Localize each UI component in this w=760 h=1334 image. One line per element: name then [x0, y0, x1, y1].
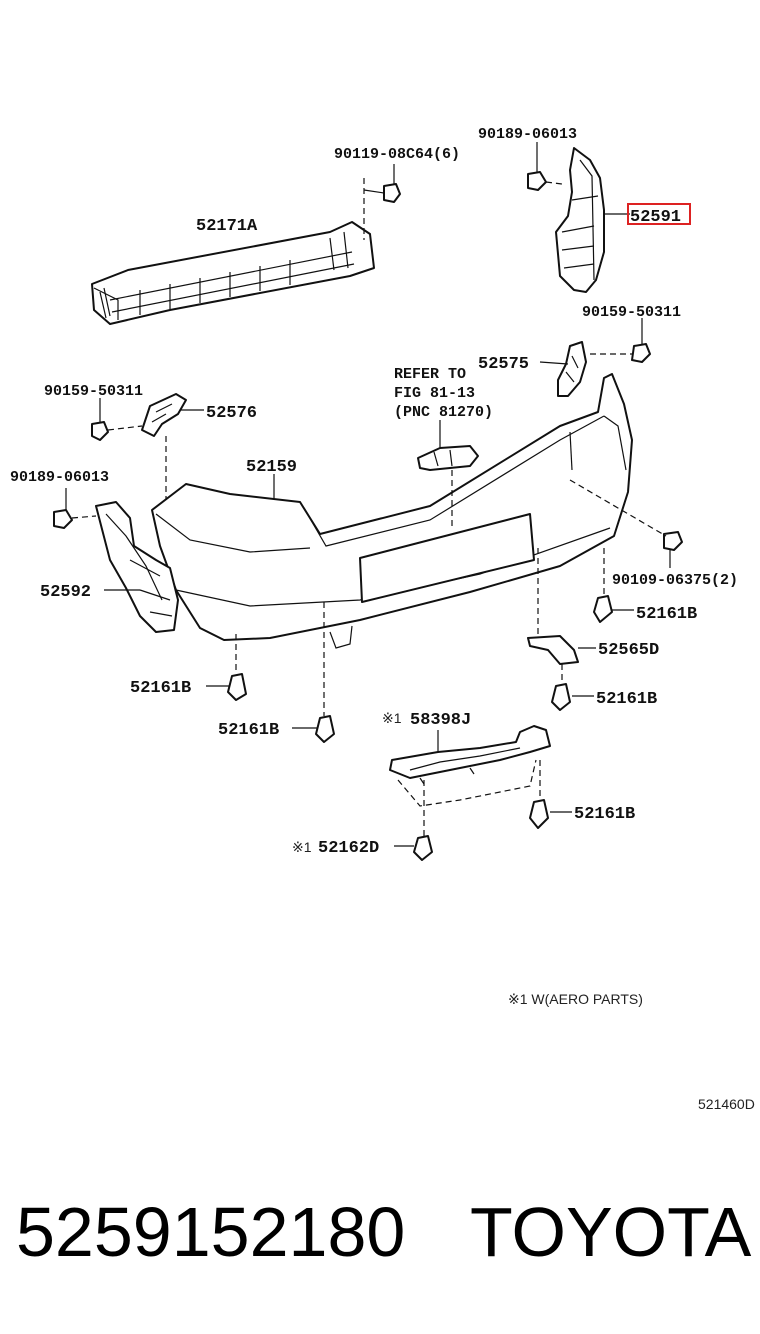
label-52565D: 52565D — [598, 641, 659, 660]
refer-line-2: FIG 81-13 — [394, 385, 475, 402]
clip-90189-top-icon — [527, 171, 547, 191]
clip-52161B-right-lower-icon — [551, 683, 571, 711]
bolt-90109-icon — [663, 531, 683, 551]
label-90189-06013-left: 90189-06013 — [10, 469, 109, 486]
label-52591: 52591 — [630, 208, 681, 227]
label-90159-50311-right: 90159-50311 — [582, 304, 681, 321]
rear-bumper-cover-drawing — [151, 373, 633, 649]
label-52575: 52575 — [478, 355, 529, 374]
label-90109-06375: 90109-06375(2) — [612, 572, 738, 589]
label-52171A: 52171A — [196, 217, 258, 236]
clip-52161B-right-upper-icon — [593, 595, 613, 623]
license-light-drawing — [417, 445, 479, 471]
aero-mark-2: ※1 — [292, 839, 312, 855]
clip-52161B-center-icon — [315, 715, 335, 743]
label-58398J: 58398J — [410, 711, 471, 730]
highlight-box-52591 — [627, 203, 691, 225]
bolt-90159-left-icon — [91, 421, 109, 441]
bolt-90119-icon — [363, 183, 401, 203]
label-52161B-center: 52161B — [218, 721, 279, 740]
under-cover-58398J-drawing — [389, 725, 551, 785]
aero-mark-1: ※1 — [382, 710, 402, 726]
clip-52162D-icon — [413, 835, 433, 861]
bracket-52575-drawing — [557, 341, 587, 397]
bracket-52576-drawing — [141, 393, 187, 437]
bumper-reinforcement-drawing — [91, 221, 375, 325]
bracket-52565D-drawing — [527, 635, 579, 665]
part-number-caption: 5259152180 — [16, 1193, 405, 1271]
bolt-90159-right-icon — [631, 343, 651, 363]
label-52576: 52576 — [206, 404, 257, 423]
label-52592: 52592 — [40, 583, 91, 602]
clip-52161B-under-icon — [529, 799, 549, 829]
brand-caption: TOYOTA — [470, 1193, 752, 1271]
clip-90189-left-icon — [53, 509, 73, 529]
footnote-aero-parts: ※1 W(AERO PARTS) — [508, 991, 643, 1007]
label-52159: 52159 — [246, 458, 297, 477]
refer-line-1: REFER TO — [394, 366, 466, 383]
label-90159-50311-left: 90159-50311 — [44, 383, 143, 400]
retainer-52592-drawing — [95, 501, 179, 633]
label-90189-06013-top: 90189-06013 — [478, 126, 577, 143]
label-52161B-right-upper: 52161B — [636, 605, 697, 624]
label-52161B-under: 52161B — [574, 805, 635, 824]
diagram-ref-code: 521460D — [698, 1096, 755, 1112]
label-52162D: 52162D — [318, 839, 379, 858]
label-52161B-right-lower: 52161B — [596, 690, 657, 709]
clip-52161B-left-upper-icon — [227, 673, 247, 701]
label-52161B-left-upper: 52161B — [130, 679, 191, 698]
label-90119-08C64: 90119-08C64(6) — [334, 146, 460, 163]
retainer-52591-drawing — [555, 147, 605, 293]
refer-line-3: (PNC 81270) — [394, 404, 493, 421]
